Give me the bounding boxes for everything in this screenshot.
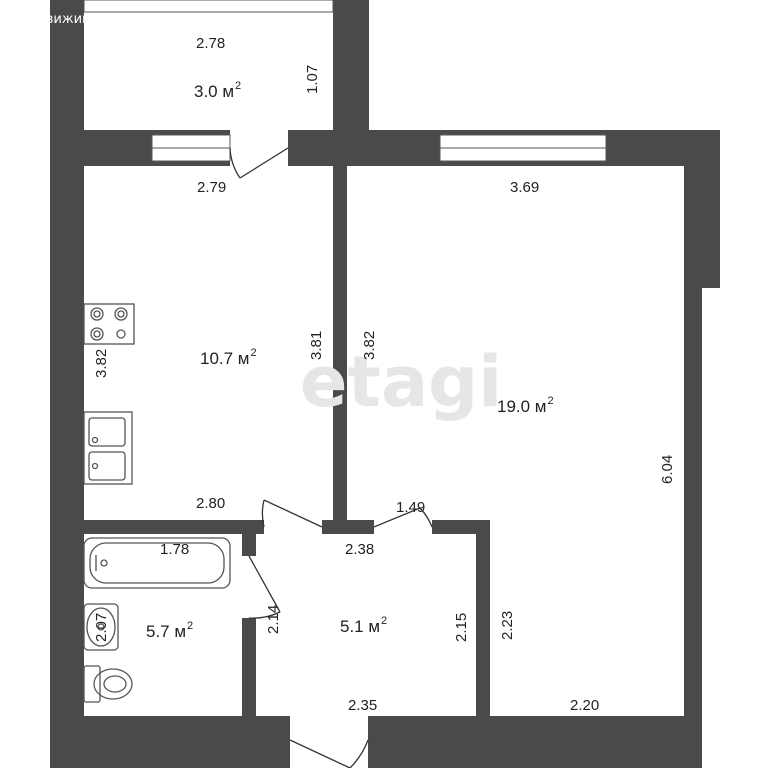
bathroom-area: 5.7 м2	[146, 620, 193, 641]
center-block	[322, 520, 374, 534]
sink-icon	[83, 411, 133, 485]
living-dim-top: 3.69	[510, 179, 539, 196]
kitchen-area: 10.7 м2	[200, 347, 257, 368]
windows	[83, 0, 607, 162]
living-dim-right: 6.04	[659, 455, 676, 484]
living-dim-notch: 1.49	[396, 499, 425, 516]
bathroom-door	[248, 555, 281, 619]
kitchen-dim-top: 2.79	[197, 179, 226, 196]
bathtub-icon	[83, 537, 231, 589]
doors	[229, 147, 433, 768]
living-door	[373, 507, 433, 528]
hallway-area: 5.1 м2	[340, 615, 387, 636]
hallway-dim-bottom: 2.35	[348, 697, 377, 714]
partition-kitchen-living	[333, 166, 347, 526]
outer-wall-left	[50, 0, 84, 768]
washbasin-icon	[83, 603, 119, 651]
balcony-window	[83, 0, 334, 13]
living-dim-left: 3.82	[361, 331, 378, 360]
entrance-door	[289, 739, 369, 768]
kitchen-dim-right: 3.81	[308, 331, 325, 360]
kitchen-bath-wall-left	[84, 520, 264, 534]
bottom-wall-left	[50, 716, 290, 768]
balcony-door	[229, 147, 289, 179]
hallway-dim-top: 2.38	[345, 541, 374, 558]
stove-icon	[83, 303, 135, 345]
kitchen-door	[261, 499, 323, 528]
watermark-text: Недвижимость	[19, 12, 122, 27]
bottom-wall-right	[368, 716, 702, 768]
kitchen-dim-left: 3.82	[93, 349, 110, 378]
balcony-area: 3.0 м2	[194, 80, 241, 101]
balcony-dim-height: 1.07	[304, 65, 321, 94]
etagi-watermark: etagi	[300, 341, 502, 423]
bathroom-dim-left: 2.07	[93, 613, 110, 642]
bathroom-dim-right: 2.14	[265, 605, 282, 634]
hall-living-wall	[432, 520, 490, 534]
hall-right-wall	[476, 520, 490, 720]
hallway-dim-right: 2.15	[453, 613, 470, 642]
living-area: 19.0 м2	[497, 395, 554, 416]
bath-hall-wall-bottom	[242, 618, 256, 720]
company-logo-icon	[0, 10, 16, 26]
bathroom-dim-top: 1.78	[160, 541, 189, 558]
toilet-icon	[83, 665, 133, 703]
watermark: Недвижимость	[0, 10, 122, 27]
living-dim-lower-left: 2.23	[499, 611, 516, 640]
right-wall-lower	[684, 288, 702, 768]
kitchen-dim-bottom: 2.80	[196, 495, 225, 512]
balcony-dim-width: 2.78	[196, 35, 225, 52]
living-dim-bottom: 2.20	[570, 697, 599, 714]
bath-hall-wall-top	[242, 534, 256, 556]
right-wall-upper	[684, 130, 720, 288]
